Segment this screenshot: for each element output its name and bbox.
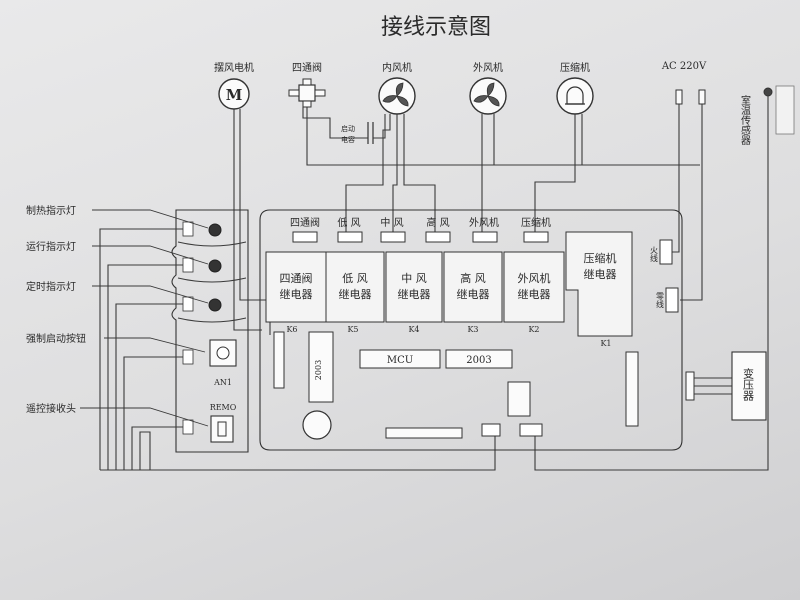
conn-label-outer: 外风机 [469, 216, 499, 229]
relay-k6-line1: 四通阀 [280, 271, 313, 285]
timer-indicator-label: 定时指示灯 [26, 280, 76, 293]
remo-label: REMO [210, 403, 237, 412]
neutral-terminal-label: 零线 [656, 292, 665, 308]
relay-k5-line1: 低 风 [342, 272, 368, 285]
indicator-panel [171, 209, 249, 453]
relay-k4-line2: 继电器 [398, 288, 431, 301]
relay-k1-line2: 继电器 [584, 268, 617, 281]
top-wires [233, 96, 769, 471]
neutral-terminal-icon [665, 287, 679, 313]
start-capacitor-label-2: 电容 [341, 135, 355, 144]
force-start-label: 强制启动按钮 [26, 332, 86, 345]
four-way-valve-label: 四通阀 [292, 61, 322, 74]
conn-label-four-way: 四通阀 [290, 216, 320, 229]
ac-power-label: AC 220V [661, 61, 707, 72]
relay-connectors [292, 231, 549, 243]
relay-k2-line2: 继电器 [518, 288, 551, 301]
relay-k3-line1: 高 风 [460, 271, 486, 285]
relay-k1-line1: 压缩机 [584, 251, 617, 265]
relay-k2: 外风机 继电器 [503, 251, 565, 323]
inner-fan-label: 内风机 [382, 61, 412, 74]
relay-k2-id: K2 [528, 325, 539, 334]
timer-led-icon [208, 298, 222, 312]
relay-k3-id: K3 [467, 325, 478, 334]
relay-k4: 中 风 继电器 [385, 251, 443, 323]
start-capacitor-icon [367, 122, 374, 144]
running-indicator-label: 运行指示灯 [26, 240, 76, 253]
motor-glyph: M [226, 86, 243, 104]
relay-k6-id: K6 [286, 325, 297, 334]
relay-k1-id: K1 [600, 339, 611, 348]
force-start-button-icon [209, 339, 237, 367]
remote-receiver-label: 遥控接收头 [26, 402, 76, 415]
start-capacitor-label-1: 启动 [341, 124, 355, 133]
small-chip [507, 381, 531, 417]
room-temp-sensor-label: 室温传感器 [739, 94, 751, 146]
driver-chip-vertical: 2003 [308, 331, 334, 403]
bottom-header [385, 427, 463, 439]
capacitor-icon [302, 410, 332, 440]
live-terminal-label: 火线 [650, 246, 659, 262]
outer-fan-label: 外风机 [473, 61, 503, 74]
conn-label-compressor: 压缩机 [521, 216, 551, 229]
relay-k4-id: K4 [408, 325, 419, 334]
heating-indicator-label: 制热指示灯 [26, 204, 76, 217]
relay-k5-id: K5 [347, 325, 358, 334]
diagram-title: 接线示意图 [381, 15, 491, 40]
inner-fan-icon [378, 77, 416, 115]
relay-k5: 低 风 继电器 [325, 251, 385, 323]
mcu-label: MCU [387, 355, 413, 366]
main-board [259, 209, 683, 451]
panel-connectors [182, 221, 194, 435]
relay-k1: 压缩机 继电器 [565, 231, 633, 337]
swing-motor-icon: M [218, 78, 250, 110]
relay-k2-line1: 外风机 [518, 271, 551, 285]
bottom-connector-1 [481, 423, 501, 437]
compressor-label: 压缩机 [560, 61, 590, 74]
left-bundle-wires [99, 228, 496, 471]
temp-sensor-icon [763, 85, 795, 135]
relay-k6-line2: 继电器 [280, 288, 313, 301]
relay-k3: 高 风 继电器 [443, 251, 503, 323]
relay-k6: 四通阀 继电器 [265, 251, 327, 323]
right-header [625, 351, 639, 427]
header-pins-k6 [273, 331, 285, 389]
driver-chip: 2003 [445, 349, 513, 369]
ac-fuse-icon [675, 89, 706, 105]
driver-chip-vertical-label: 2003 [314, 360, 323, 380]
live-terminal-icon [659, 239, 673, 265]
mcu-chip: MCU [359, 349, 441, 369]
relay-k5-line2: 继电器 [339, 288, 372, 301]
transformer-icon [685, 351, 767, 421]
transformer-label: 变压器 [742, 367, 755, 402]
conn-label-high: 高 风 [426, 216, 449, 229]
heating-led-icon [208, 223, 222, 237]
an1-label: AN1 [213, 378, 232, 387]
driver-chip-label: 2003 [466, 355, 491, 366]
swing-motor-label: 摆风电机 [214, 61, 254, 74]
remote-receiver-icon [210, 415, 234, 443]
running-led-icon [208, 259, 222, 273]
conn-label-mid: 中 风 [380, 216, 403, 229]
relay-k3-line2: 继电器 [457, 288, 490, 301]
bottom-connector-2 [519, 423, 543, 437]
four-way-valve-icon [288, 78, 326, 108]
outer-fan-icon [469, 77, 507, 115]
compressor-icon [556, 77, 594, 115]
leader-lines [80, 209, 209, 427]
relay-k4-line1: 中 风 [401, 272, 427, 285]
conn-label-low: 低 风 [337, 216, 360, 229]
